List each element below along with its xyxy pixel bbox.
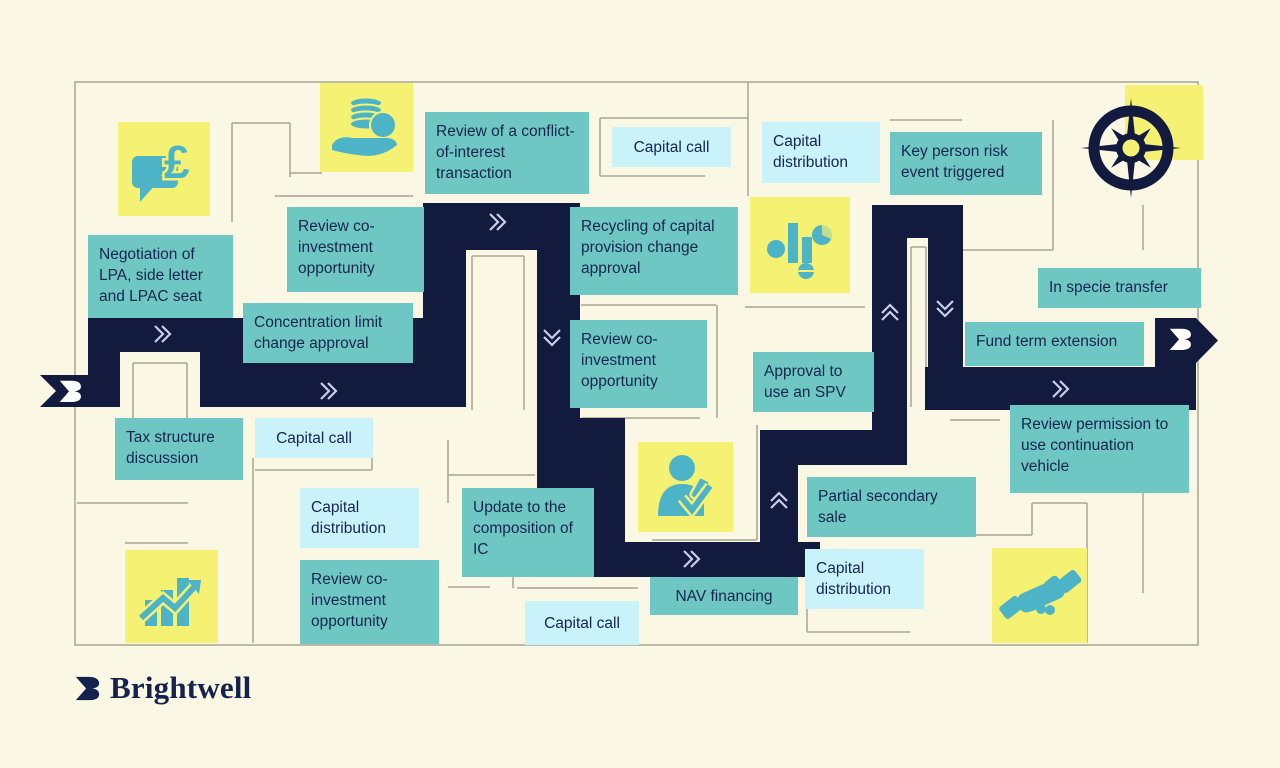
maze-lines xyxy=(74,81,1199,646)
svg-text:£: £ xyxy=(164,136,190,188)
compass-icon xyxy=(1081,98,1181,198)
path-entry-flag xyxy=(40,375,88,407)
label-partial-secondary-sale: Partial secondary sale xyxy=(807,477,976,537)
label-capital-distribution-top: Capital distribution xyxy=(762,122,880,183)
label-tax-structure: Tax structure discussion xyxy=(115,418,243,480)
pound-conversation-icon: £ xyxy=(132,134,193,202)
coins-in-hand-icon xyxy=(332,96,397,156)
label-capital-distribution-right: Capital distribution xyxy=(805,549,924,609)
label-approval-spv: Approval to use an SPV xyxy=(753,352,874,412)
label-review-coinvest-top: Review co-investment opportunity xyxy=(287,207,424,292)
label-continuation-vehicle: Review permission to use continuation ve… xyxy=(1010,405,1189,493)
person-approval-icon xyxy=(658,455,715,519)
charts-icon xyxy=(767,223,833,279)
label-fund-term-extension: Fund term extension xyxy=(965,322,1144,366)
label-recycling-capital: Recycling of capital provision change ap… xyxy=(570,207,738,295)
path-exit-arrow-tip xyxy=(1196,318,1218,363)
label-capital-call-left: Capital call xyxy=(255,418,373,458)
label-in-specie-transfer: In specie transfer xyxy=(1038,268,1201,308)
handshake-icon xyxy=(999,569,1082,619)
label-capital-call-bottom: Capital call xyxy=(525,601,639,645)
maze-border xyxy=(74,81,1199,646)
brightwell-logo-icon xyxy=(75,676,100,700)
label-nav-financing: NAV financing xyxy=(650,577,798,615)
label-update-ic: Update to the composition of IC xyxy=(462,488,594,577)
brightwell-logo-text: Brightwell xyxy=(110,670,252,705)
label-capital-distribution-left: Capital distribution xyxy=(300,488,419,548)
label-negotiation-lpa: Negotiation of LPA, side letter and LPAC… xyxy=(88,235,233,318)
label-review-coinvest-mid: Review co-investment opportunity xyxy=(570,320,707,408)
label-key-person-risk: Key person risk event triggered xyxy=(890,132,1042,195)
maze-notch xyxy=(120,352,200,425)
label-concentration-limit: Concentration limit change approval xyxy=(243,303,413,363)
label-review-coinvest-bottom: Review co-investment opportunity xyxy=(300,560,439,644)
label-capital-call-top: Capital call xyxy=(612,127,731,167)
brightwell-logo: Brightwell xyxy=(74,670,252,706)
tile-icons: £ xyxy=(132,96,1082,626)
label-conflict-of-interest: Review of a conflict-of-interest transac… xyxy=(425,112,589,194)
growth-chart-icon xyxy=(137,578,202,626)
